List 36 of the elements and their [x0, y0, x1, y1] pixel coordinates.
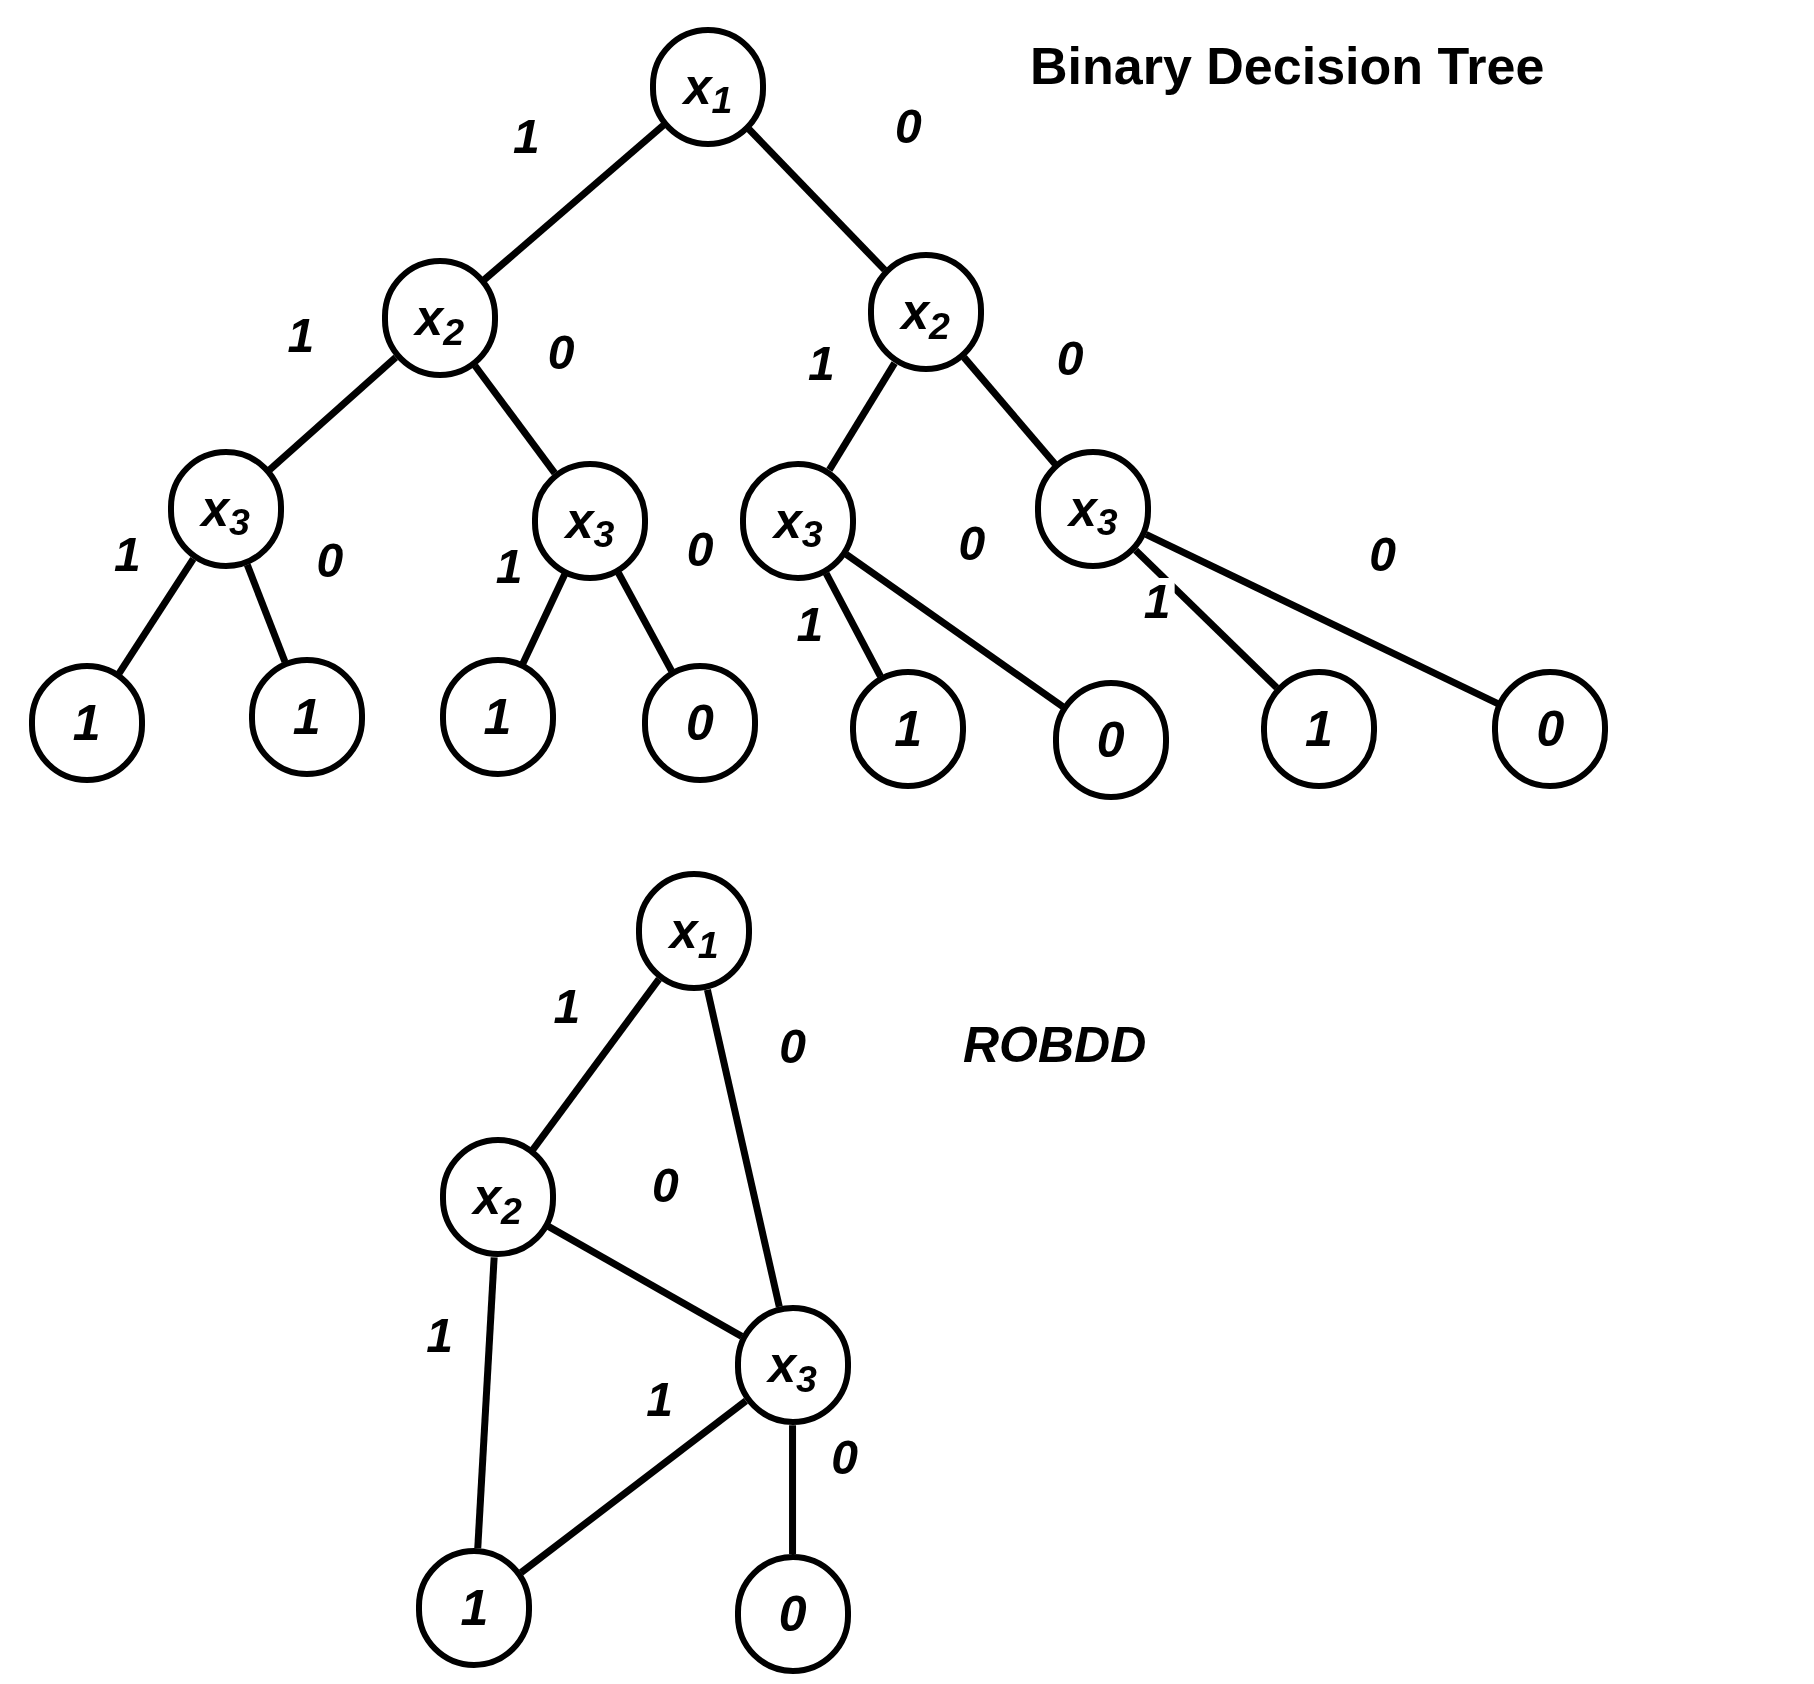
node-label: x$_{3}$ — [774, 495, 823, 546]
node-label: 1 — [1305, 703, 1333, 754]
connector-line — [267, 354, 399, 473]
connector-line — [518, 1398, 748, 1576]
node-label: 0 — [1096, 715, 1125, 766]
node-label: x$_{3}$ — [1069, 484, 1118, 535]
node-label: x$_{2}$ — [415, 293, 464, 344]
connector-line — [474, 1257, 498, 1549]
connector-line — [1133, 547, 1280, 691]
connector-line — [704, 989, 783, 1308]
node-label: x$_{3}$ — [768, 1340, 817, 1391]
connector-line — [529, 976, 662, 1152]
connector-line — [116, 557, 197, 676]
diagram-label: ROBDD — [963, 1020, 1147, 1070]
node-label: 1 — [460, 1583, 489, 1634]
node-label: 1 — [292, 692, 321, 743]
connector-line — [826, 361, 898, 472]
node-label: 0 — [1536, 703, 1565, 754]
node-label: 1 — [72, 698, 101, 749]
node-label: 1 — [483, 692, 512, 743]
connector-line — [844, 551, 1065, 710]
connector-line — [961, 355, 1058, 467]
node-label: 1 — [894, 703, 923, 754]
connector-line — [789, 1425, 797, 1554]
connector-line — [472, 363, 558, 476]
connector-line — [615, 571, 675, 673]
node-label: x$_{2}$ — [473, 1172, 522, 1223]
node-label: 0 — [778, 1589, 807, 1639]
connector-line — [746, 126, 888, 273]
node-label: x$_{1}$ — [669, 906, 719, 957]
node-label: x$_{3}$ — [565, 495, 615, 546]
node-label: 0 — [686, 698, 714, 749]
node-label: x$_{1}$ — [683, 61, 733, 112]
connector-line — [481, 122, 666, 283]
node-label: x$_{2}$ — [901, 287, 950, 338]
node-label: x$_{3}$ — [201, 484, 250, 535]
